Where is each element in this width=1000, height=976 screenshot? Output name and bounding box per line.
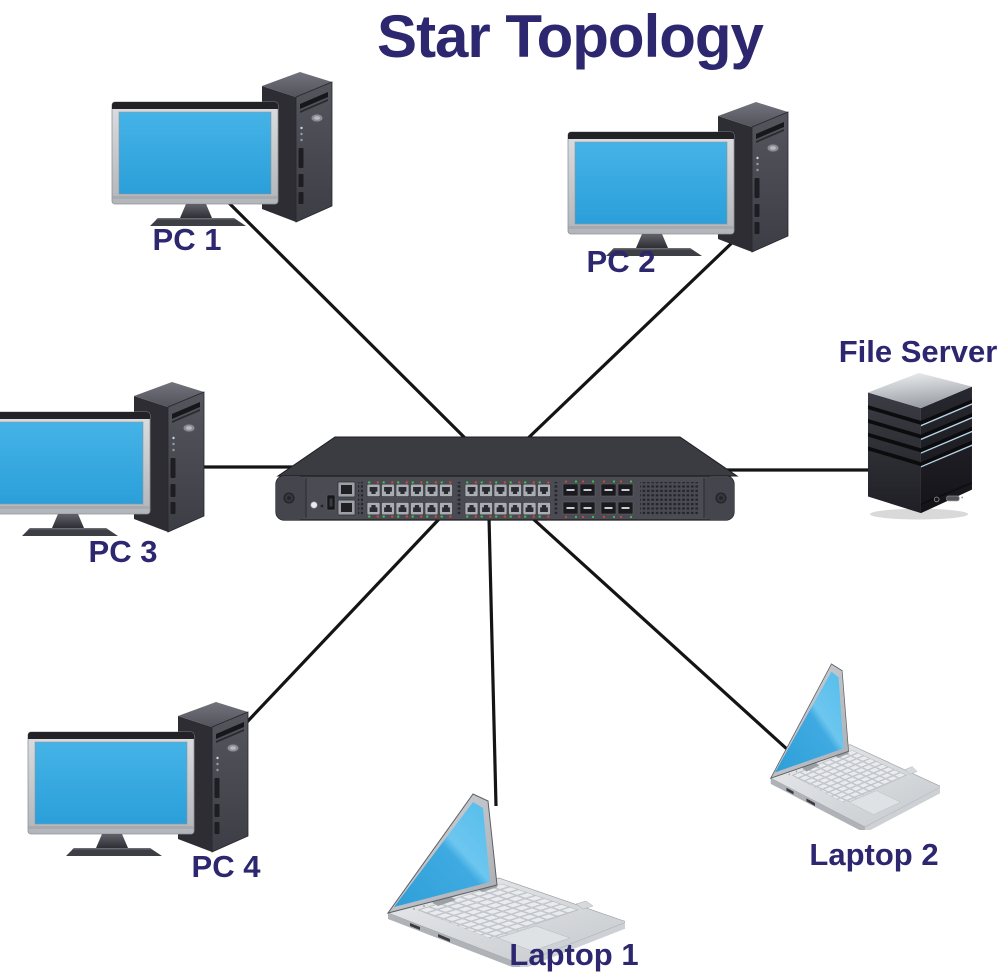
node-label-laptop1: Laptop 1 [509, 937, 639, 972]
edge-pc4-switch [245, 515, 443, 724]
hub-switch [268, 432, 746, 529]
server-icon [867, 372, 973, 521]
edge-laptop1-switch [487, 516, 498, 807]
node-pc1 [110, 56, 335, 233]
node-laptop2 [765, 662, 942, 835]
node-label-laptop2: Laptop 2 [809, 837, 939, 872]
node-label-pc2: PC 2 [586, 244, 656, 279]
node-label-pc1: PC 1 [152, 222, 222, 257]
node-pc4 [26, 686, 251, 863]
network-switch-icon [268, 432, 746, 524]
node-pc2 [566, 86, 791, 263]
node-pc3 [0, 366, 207, 543]
node-label-pc3: PC 3 [88, 534, 158, 569]
desktop-pc-icon [27, 701, 249, 857]
laptop-icon [770, 663, 942, 834]
desktop-pc-icon [111, 71, 333, 227]
desktop-pc-icon [0, 381, 205, 537]
edge-pc1-switch [221, 195, 472, 445]
desktop-pc-icon [567, 101, 789, 257]
diagram-title: Star Topology [377, 3, 764, 70]
edge-laptop2-switch [529, 515, 790, 752]
node-file-server [860, 366, 978, 526]
edge-pc2-switch [521, 236, 739, 445]
node-label-file-server: File Server [838, 334, 998, 369]
node-label-pc4: PC 4 [191, 849, 261, 884]
